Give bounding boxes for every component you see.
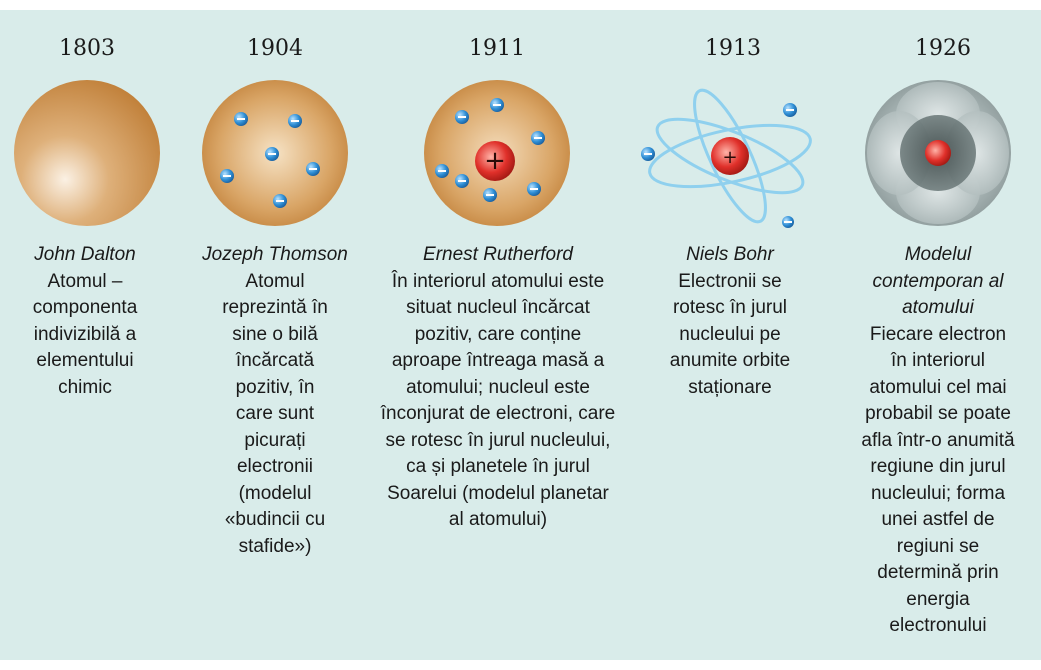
caption-dalton: John Dalton Atomul – componenta indivizi… [10,242,160,401]
planetary-atom-icon: + [424,80,570,226]
caption-rutherford: Ernest Rutherford În interiorul atomului… [378,242,618,534]
bohr-orbits-icon: + [641,88,812,228]
scientist-name: Modelul contemporan al atomului [872,244,1004,318]
electron-cloud-icon [865,80,1011,226]
nucleus-icon [711,137,749,175]
plum-pudding-icon [202,80,348,226]
electron-icon [435,98,545,202]
model-description: În interiorul atomului este situat nucle… [380,270,616,531]
atomic-models-timeline: 1803 John Dalton Atomul – componenta ind… [0,10,1041,660]
year-1911: 1911 [469,36,525,61]
caption-thomson: Jozeph Thomson Atomul reprezintă în sine… [185,242,365,560]
year-1904: 1904 [247,36,303,61]
model-description: Atomul reprezintă în sine o bilă încărca… [222,270,328,557]
electron-icon [641,103,797,228]
caption-contemporary: Modelul contemporan al atomului Fiecare … [858,242,1018,640]
scientist-name: John Dalton [34,244,136,265]
scientist-name: Jozeph Thomson [202,244,348,265]
year-1913: 1913 [705,36,761,61]
orbit-lines [648,88,812,224]
nucleus-charge: + [484,146,506,176]
nucleus-icon [925,140,951,166]
year-1803: 1803 [59,36,115,61]
year-1926: 1926 [915,36,971,61]
solid-sphere-icon [14,80,160,226]
model-description: Electronii se rotesc în jurul nucleului … [669,270,791,398]
caption-bohr: Niels Bohr Electronii se rotesc în jurul… [650,242,810,401]
electron-icon [220,112,320,208]
nucleus-charge: + [722,147,737,168]
nucleus-icon [475,141,515,181]
scientist-name: Niels Bohr [686,244,774,265]
model-description: Fiecare electron în interiorul atomului … [861,323,1015,637]
model-description: Atomul – componenta indivizibilă a eleme… [32,270,138,398]
scientist-name: Ernest Rutherford [423,244,573,265]
